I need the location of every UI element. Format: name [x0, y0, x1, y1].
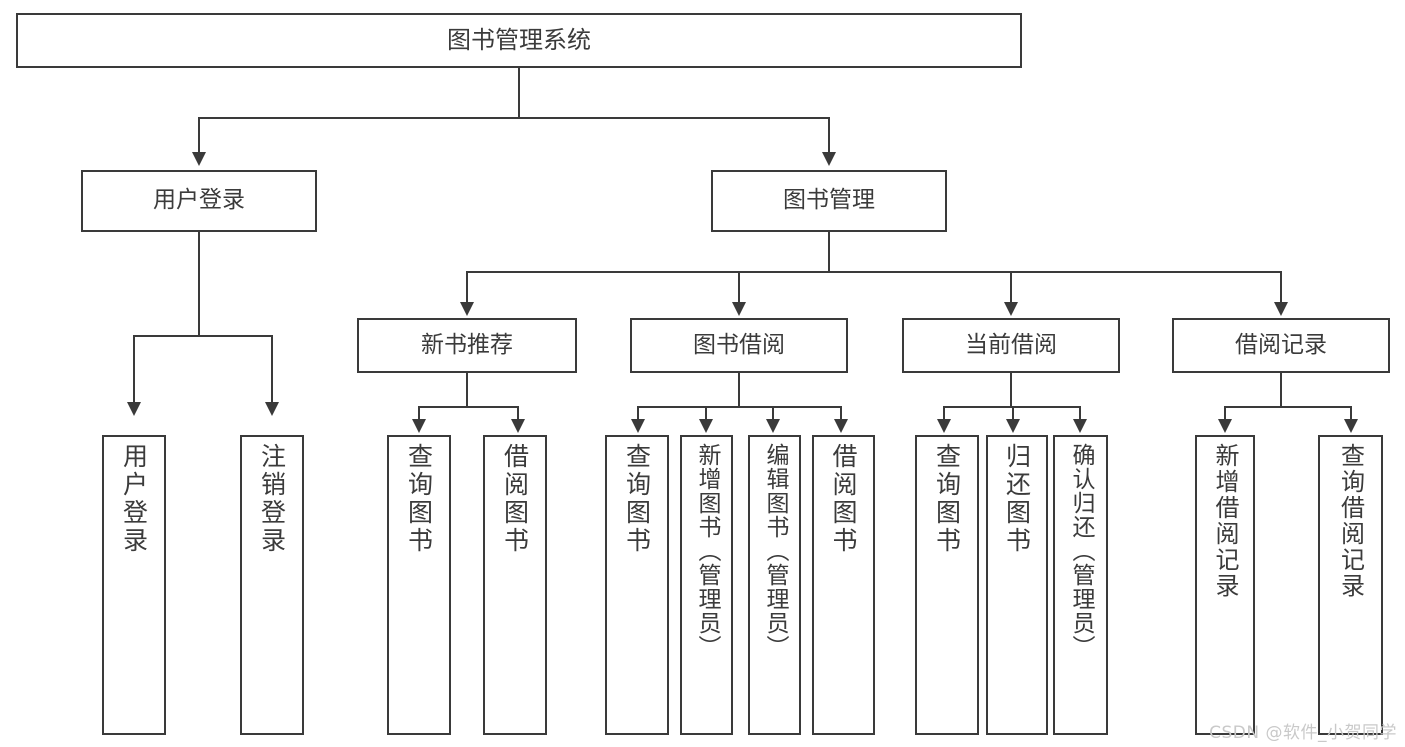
node-book-management[interactable]: 图书管理 [711, 170, 947, 232]
watermark: CSDN @软件_小贺同学 [1209, 723, 1397, 743]
node-current-borrow[interactable]: 当前借阅 [902, 318, 1120, 373]
node-label: 查询图书 [622, 443, 652, 555]
connector-newbook-drop-2 [517, 406, 519, 421]
connector-bookmgmt-drop-4 [1280, 271, 1282, 305]
leaf-search-book-borrow[interactable]: 查询图书 [605, 435, 669, 735]
node-label: 当前借阅 [965, 331, 1057, 358]
node-label: 新增借阅记录 [1211, 443, 1239, 599]
connector-root-bar [198, 117, 830, 119]
connector-currentborrow-drop-2 [1012, 406, 1014, 421]
node-label: 用户登录 [153, 187, 245, 214]
connector-newbook-bar [418, 406, 518, 408]
node-label: 编辑图书（管理员） [762, 443, 788, 659]
connector-bookborrow-drop-2 [705, 406, 707, 421]
arrowhead-icon [1344, 419, 1358, 433]
connector-bookmgmt-drop-1 [466, 271, 468, 305]
node-new-book-recommend[interactable]: 新书推荐 [357, 318, 577, 373]
node-label: 查询借阅记录 [1336, 443, 1365, 599]
node-label: 用户登录 [119, 443, 149, 555]
arrowhead-icon [1274, 302, 1288, 316]
node-borrow-record[interactable]: 借阅记录 [1172, 318, 1390, 373]
leaf-search-book-current[interactable]: 查询图书 [915, 435, 979, 735]
connector-borrowrecord-stem [1280, 373, 1282, 406]
node-label: 图书管理系统 [447, 26, 591, 55]
connector-borrowrecord-bar [1224, 406, 1351, 408]
connector-currentborrow-stem [1010, 373, 1012, 406]
connector-root-drop-left [198, 117, 200, 155]
connector-bookmgmt-bar [466, 271, 1280, 273]
connector-bookmgmt-drop-2 [738, 271, 740, 305]
connector-userlogin-bar [133, 335, 272, 337]
node-label: 图书管理 [783, 187, 875, 214]
node-label: 查询图书 [404, 443, 434, 555]
arrowhead-icon [1004, 302, 1018, 316]
connector-bookborrow-stem [738, 373, 740, 406]
arrowhead-icon [834, 419, 848, 433]
node-user-login[interactable]: 用户登录 [81, 170, 317, 232]
connector-userlogin-stem [198, 232, 200, 335]
connector-bookborrow-drop-1 [637, 406, 639, 421]
arrowhead-icon [732, 302, 746, 316]
arrowhead-icon [766, 419, 780, 433]
arrowhead-icon [1218, 419, 1232, 433]
connector-currentborrow-drop-3 [1079, 406, 1081, 421]
connector-currentborrow-drop-1 [943, 406, 945, 421]
arrowhead-icon [1006, 419, 1020, 433]
node-label: 确认归还（管理员） [1068, 443, 1094, 659]
arrowhead-icon [265, 402, 279, 416]
node-label: 查询图书 [932, 443, 962, 555]
arrowhead-icon [460, 302, 474, 316]
leaf-add-borrow-record[interactable]: 新增借阅记录 [1195, 435, 1255, 735]
leaf-add-book-admin[interactable]: 新增图书（管理员） [680, 435, 733, 735]
connector-userlogin-drop-2 [271, 335, 273, 405]
node-label: 注销登录 [257, 443, 287, 555]
node-label: 归还图书 [1002, 443, 1032, 555]
node-label: 新增图书（管理员） [694, 443, 720, 659]
arrowhead-icon [511, 419, 525, 433]
leaf-borrow-book[interactable]: 借阅图书 [812, 435, 875, 735]
node-label: 借阅图书 [829, 443, 858, 555]
leaf-user-logout[interactable]: 注销登录 [240, 435, 304, 735]
arrowhead-icon [631, 419, 645, 433]
connector-bookmgmt-drop-3 [1010, 271, 1012, 305]
connector-userlogin-drop-1 [133, 335, 135, 405]
node-label: 图书借阅 [693, 331, 785, 358]
arrowhead-icon [699, 419, 713, 433]
connector-root-drop-right [828, 117, 830, 155]
arrowhead-icon [127, 402, 141, 416]
node-book-borrow[interactable]: 图书借阅 [630, 318, 848, 373]
node-label: 新书推荐 [421, 331, 513, 358]
connector-bookborrow-drop-4 [840, 406, 842, 421]
leaf-edit-book-admin[interactable]: 编辑图书（管理员） [748, 435, 801, 735]
connector-newbook-stem [466, 373, 468, 406]
connector-borrowrecord-drop-1 [1224, 406, 1226, 421]
connector-currentborrow-bar [943, 406, 1080, 408]
arrowhead-icon [1073, 419, 1087, 433]
connector-bookmgmt-stem [828, 232, 830, 271]
connector-root-stem [518, 68, 520, 117]
leaf-search-borrow-record[interactable]: 查询借阅记录 [1318, 435, 1383, 735]
arrowhead-icon [822, 152, 836, 166]
connector-bookborrow-drop-3 [772, 406, 774, 421]
leaf-borrow-book-newbook[interactable]: 借阅图书 [483, 435, 547, 735]
leaf-search-book-newbook[interactable]: 查询图书 [387, 435, 451, 735]
node-label: 借阅记录 [1235, 331, 1327, 358]
connector-bookborrow-bar [637, 406, 841, 408]
node-label: 借阅图书 [500, 443, 530, 555]
leaf-return-book[interactable]: 归还图书 [986, 435, 1048, 735]
arrowhead-icon [192, 152, 206, 166]
connector-newbook-drop-1 [418, 406, 420, 421]
node-root-system[interactable]: 图书管理系统 [16, 13, 1022, 68]
connector-borrowrecord-drop-2 [1350, 406, 1352, 421]
leaf-user-login[interactable]: 用户登录 [102, 435, 166, 735]
leaf-confirm-return-admin[interactable]: 确认归还（管理员） [1053, 435, 1108, 735]
arrowhead-icon [937, 419, 951, 433]
arrowhead-icon [412, 419, 426, 433]
